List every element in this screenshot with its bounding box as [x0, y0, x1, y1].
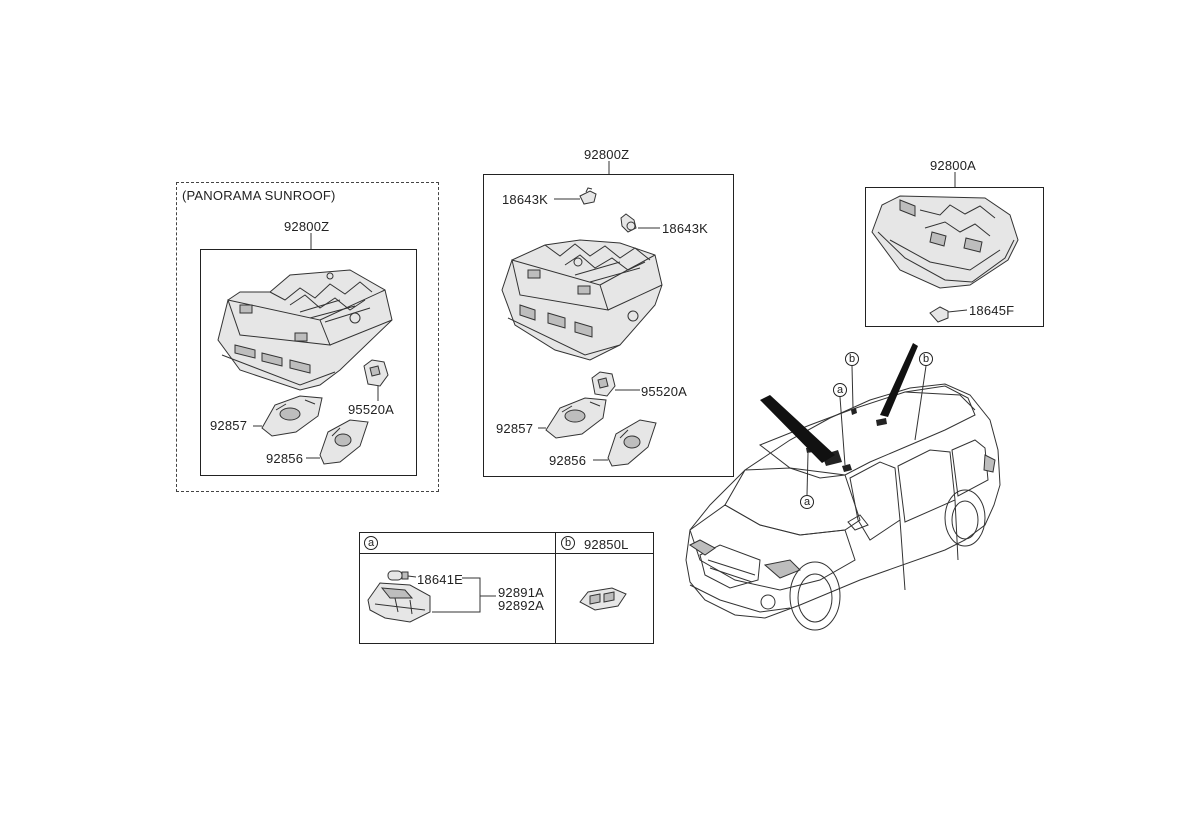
- detail-a-92891A-label[interactable]: 92891A: [498, 585, 545, 600]
- panorama-92857-lamp-icon[interactable]: [253, 395, 323, 437]
- panorama-assembly-label[interactable]: 92800Z: [284, 219, 330, 234]
- detail-a-18641E-label[interactable]: 18641E: [417, 572, 464, 587]
- standard-92857-lamp-icon[interactable]: [538, 397, 607, 439]
- panorama-sunroof-frame: [176, 182, 439, 492]
- standard-92856-label[interactable]: 92856: [549, 453, 587, 468]
- vehicle-marker-a-bottom: a: [800, 495, 814, 509]
- panorama-95520A-label[interactable]: 95520A: [348, 402, 395, 417]
- detail-a-lamp-icon[interactable]: [367, 582, 431, 623]
- detail-table-header-line: [359, 553, 654, 554]
- rear-room-lamp-icon[interactable]: [871, 195, 1019, 289]
- detail-a-92892A-label[interactable]: 92892A: [498, 598, 545, 613]
- standard-18643K-top-bulb-icon[interactable]: [554, 187, 597, 205]
- standard-92856-lamp-icon[interactable]: [593, 419, 657, 467]
- panorama-92856-label[interactable]: 92856: [266, 451, 304, 466]
- standard-overhead-console-icon[interactable]: [501, 239, 663, 361]
- rear-assembly-label[interactable]: 92800A: [930, 158, 977, 173]
- standard-18643K-right-bulb-icon[interactable]: [620, 213, 660, 233]
- panorama-caption: (PANORAMA SUNROOF): [182, 188, 336, 203]
- detail-a-bulb-icon[interactable]: [387, 570, 417, 581]
- panorama-92857-label[interactable]: 92857: [210, 418, 248, 433]
- car-icon: [685, 343, 1001, 631]
- standard-assembly-label[interactable]: 92800Z: [584, 147, 630, 162]
- detail-b-lamp-icon[interactable]: [579, 587, 627, 611]
- detail-b-marker: b: [561, 536, 575, 550]
- standard-18643K-top-label[interactable]: 18643K: [502, 192, 549, 207]
- panorama-clip-icon[interactable]: [363, 359, 389, 401]
- standard-92857-label[interactable]: 92857: [496, 421, 534, 436]
- panorama-92856-lamp-icon[interactable]: [306, 419, 369, 465]
- rear-assembly-box: [865, 187, 1044, 327]
- standard-assembly-box: [483, 174, 734, 477]
- vehicle-marker-a-top: a: [833, 383, 847, 397]
- rear-18645F-bulb-icon[interactable]: [929, 306, 968, 323]
- standard-18643K-right-label[interactable]: 18643K: [662, 221, 709, 236]
- detail-b-part-label[interactable]: 92850L: [584, 537, 629, 552]
- panorama-assembly-box: [200, 249, 417, 476]
- detail-a-marker: a: [364, 536, 378, 550]
- vehicle-marker-b-right: b: [919, 352, 933, 366]
- detail-table-divider: [555, 532, 556, 644]
- standard-95520A-label[interactable]: 95520A: [641, 384, 688, 399]
- detail-table: [359, 532, 654, 644]
- vehicle-marker-b-left: b: [845, 352, 859, 366]
- rear-18645F-label[interactable]: 18645F: [969, 303, 1015, 318]
- panorama-overhead-console-icon[interactable]: [217, 269, 393, 391]
- standard-clip-icon[interactable]: [591, 371, 640, 397]
